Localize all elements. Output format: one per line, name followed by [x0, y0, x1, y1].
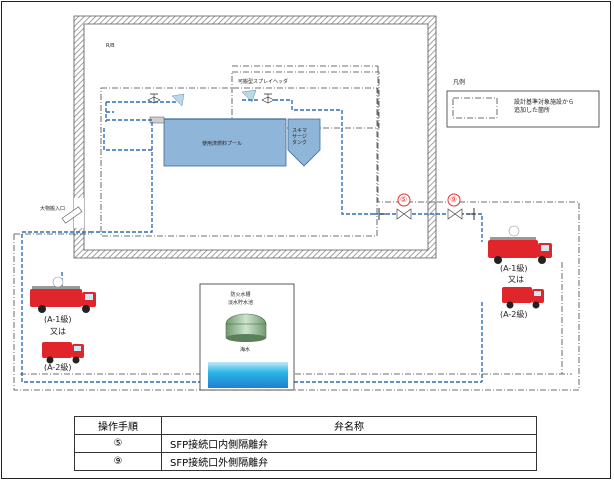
legend-title: 凡例	[453, 79, 466, 86]
water-tank-icon	[225, 313, 267, 342]
interior-room	[100, 87, 378, 237]
valve-5-marker	[397, 193, 411, 207]
large-equipment-entrance	[61, 206, 83, 224]
valve-inner-right	[261, 93, 275, 104]
connection-ports	[378, 208, 475, 220]
row-valve-name: SFP接続口外側隔離弁	[161, 452, 537, 471]
entrance-label: 大物搬入口	[40, 206, 66, 212]
right-truck-a1-label: (A-1級)	[500, 264, 528, 273]
fire-truck-right-a2	[502, 287, 544, 309]
row-valve-name: SFP接続口内側隔離弁	[161, 434, 537, 453]
left-truck-a2-label: (A-2級)	[44, 363, 72, 372]
row-step: ⑨	[74, 452, 162, 471]
legend-text: 設計基準対象施設から 追加した箇所	[514, 99, 575, 114]
right-truck-a2-label: (A-2級)	[500, 310, 528, 319]
pool-label: 使用済燃料プール	[202, 141, 243, 147]
right-or-label: 又は	[508, 275, 524, 284]
design-basis-boundary	[13, 65, 580, 391]
header-valve-name: 弁名称	[161, 416, 537, 435]
valve-operations-table: 操作手順 弁名称 ⑤ SFP接続口内側隔離弁 ⑨ SFP接続口外側隔離弁	[74, 416, 537, 471]
table-row: ⑨ SFP接続口外側隔離弁	[74, 452, 537, 471]
seawater-area	[208, 362, 288, 388]
header-step: 操作手順	[74, 416, 162, 435]
row-step: ⑤	[74, 434, 162, 453]
fire-truck-left-a2	[42, 342, 84, 364]
skimmer-surge-tank	[287, 118, 321, 167]
water-tank-label: 防火水槽 淡水貯水池	[228, 292, 254, 306]
spray-header-label: 可搬型スプレイヘッダ	[238, 79, 289, 85]
seawater-label: 海水	[240, 347, 251, 353]
valve-5-label: ⑤	[400, 195, 408, 204]
building-label: R/B	[106, 43, 115, 49]
valve-9-marker	[447, 193, 461, 207]
left-or-label: 又は	[50, 327, 66, 336]
table-row: ⑤ SFP接続口内側隔離弁	[74, 434, 537, 453]
legend-swatch	[452, 97, 498, 119]
legend-box	[446, 90, 600, 128]
fire-truck-left-a1	[30, 276, 96, 313]
valve-5	[396, 208, 412, 220]
valve-9	[447, 208, 463, 220]
table-header-row: 操作手順 弁名称	[74, 416, 537, 435]
left-truck-a1-label: (A-1級)	[44, 315, 72, 324]
valve-9-label: ⑨	[450, 195, 458, 204]
spray-header-right-icon	[241, 89, 257, 103]
spent-fuel-pool	[163, 118, 287, 167]
spray-header-left-icon	[171, 93, 185, 107]
fire-truck-right-a1	[488, 225, 552, 264]
skimmer-label: スキマ サージ タンク	[292, 128, 308, 146]
